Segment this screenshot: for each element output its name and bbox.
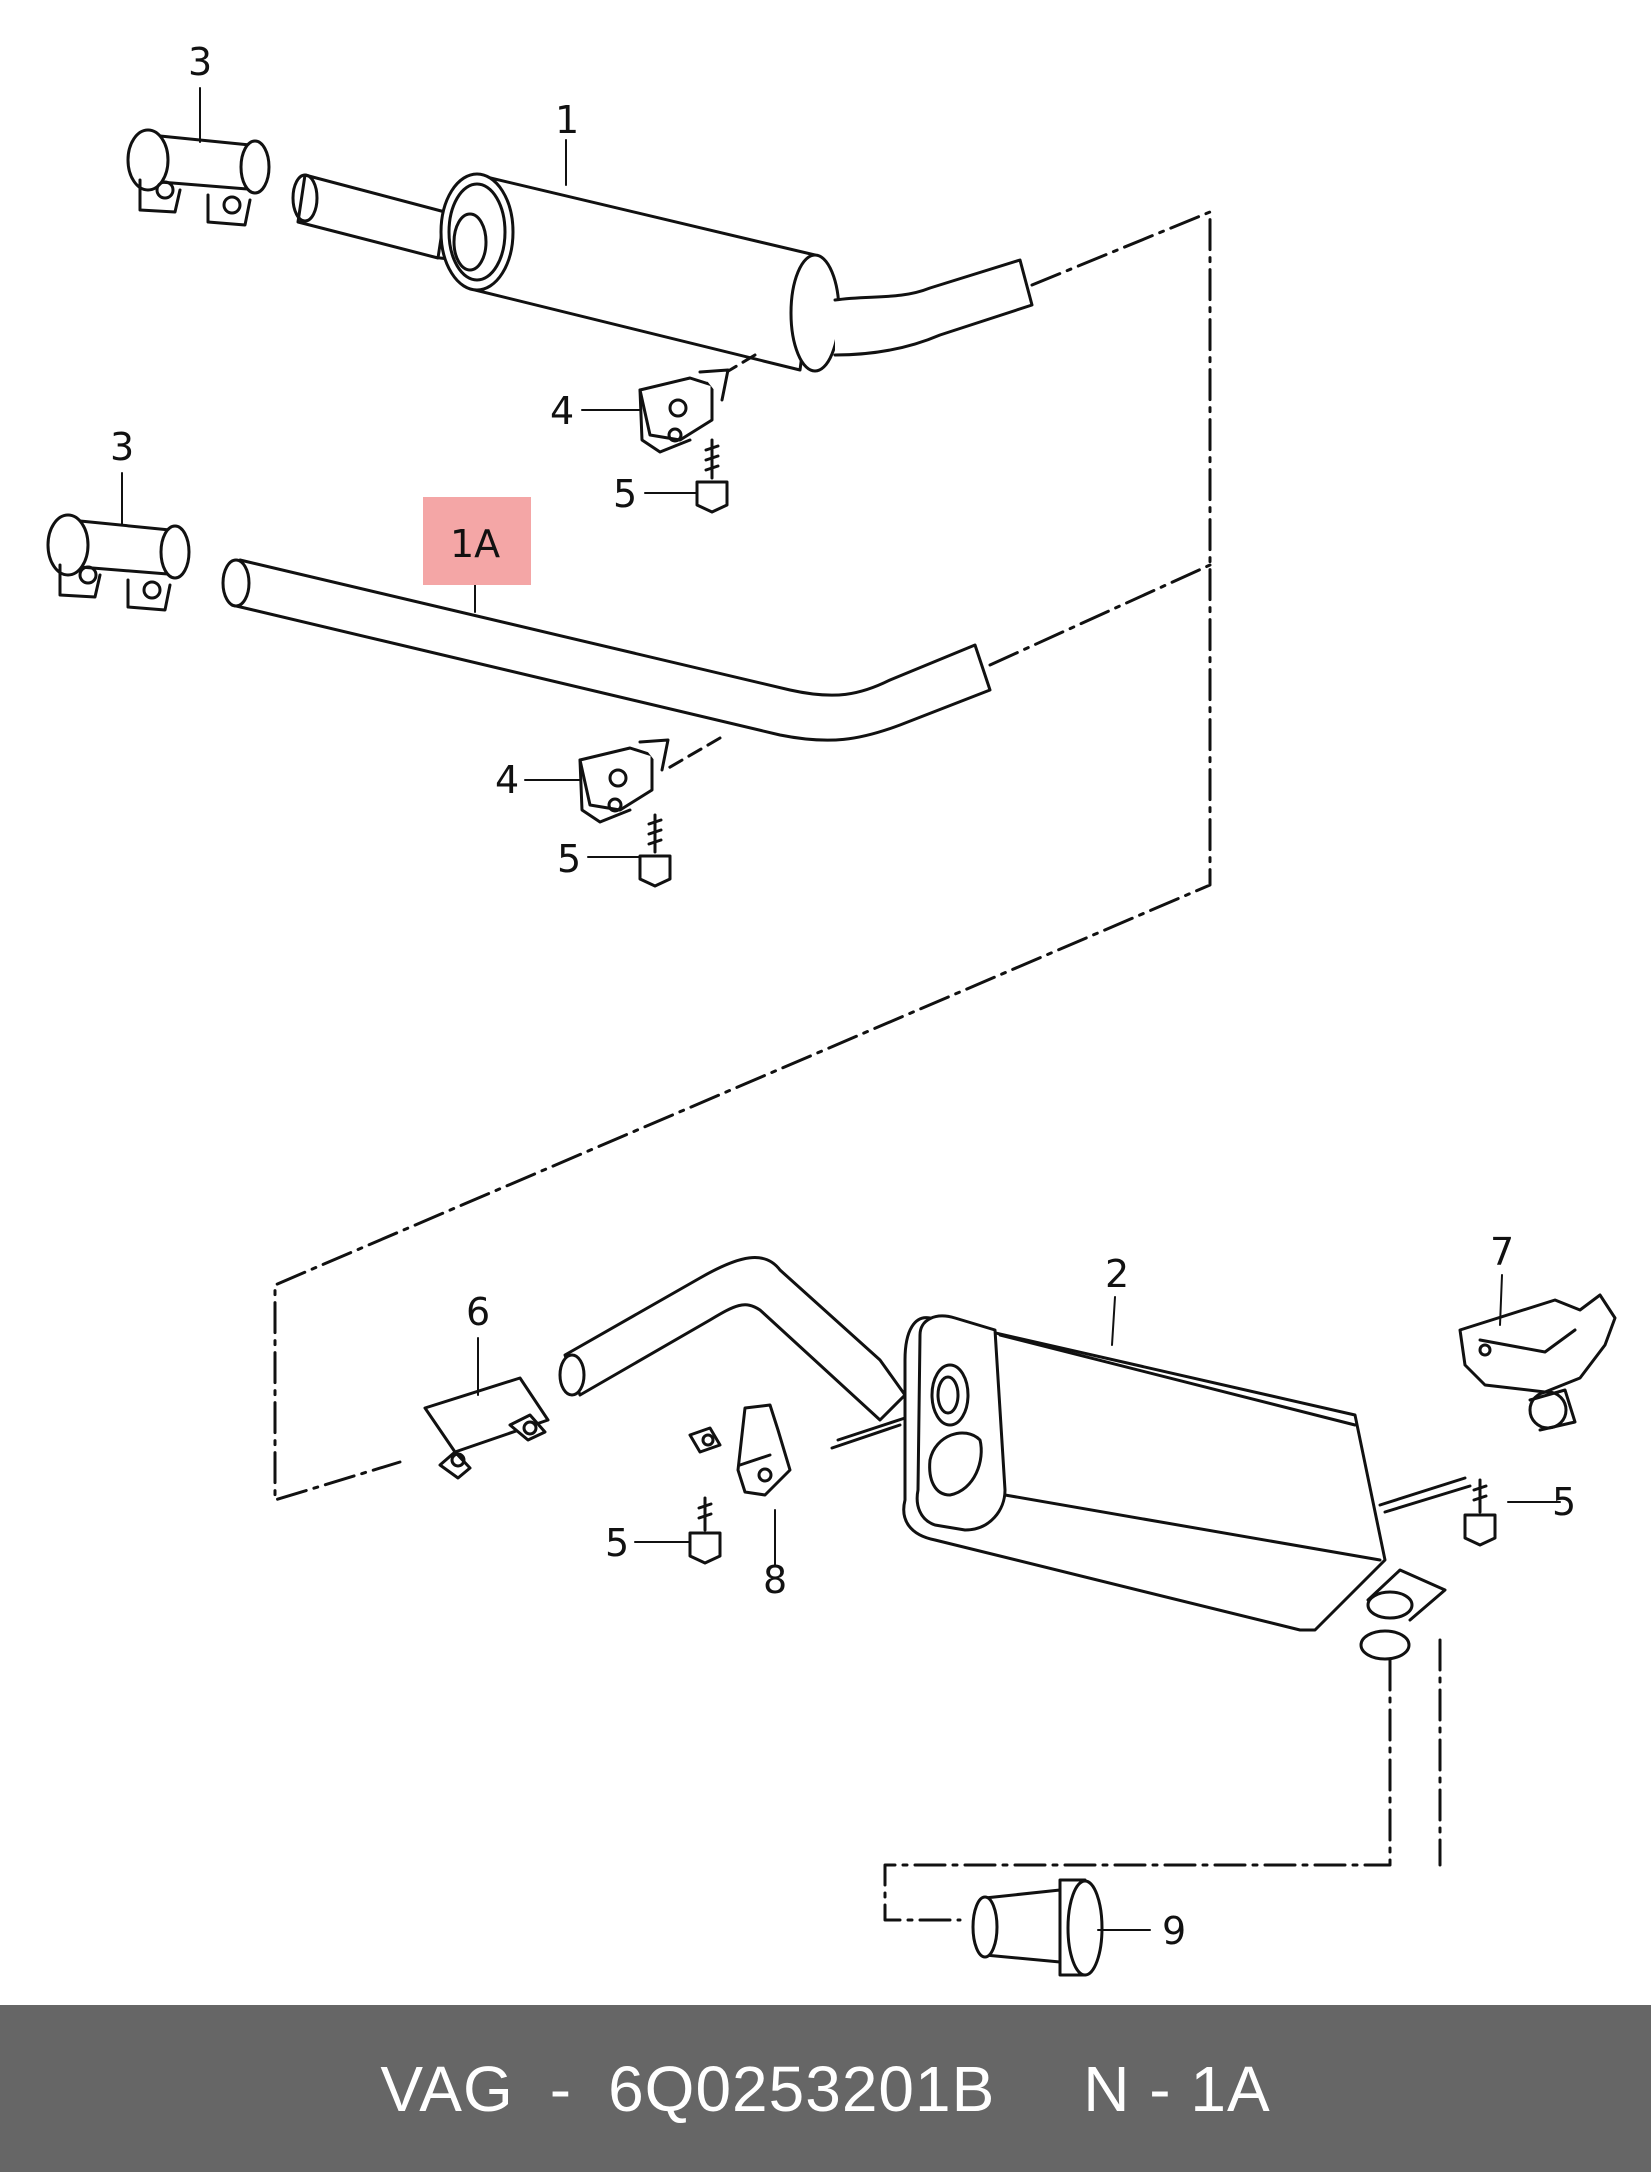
footer-separator: - — [549, 2052, 573, 2125]
callout-9: 9 — [1162, 1909, 1186, 1953]
callout-5-d: 5 — [1552, 1480, 1576, 1524]
exhaust-parts-diagram: 1 3 3 1A 4 4 5 5 5 5 6 2 7 8 9 — [46, 40, 1617, 1977]
callout-3-top: 3 — [188, 40, 212, 84]
footer-text: VAG-6Q0253201B N - 1A — [362, 2052, 1288, 2126]
callout-8: 8 — [763, 1558, 787, 1602]
callout-1: 1 — [555, 98, 579, 142]
tailpipe-tip-part-9 — [971, 1878, 1104, 1977]
highlight-label-1A: 1A — [450, 522, 500, 566]
clamp-part-3-top — [126, 128, 271, 227]
callout-4-top: 4 — [550, 389, 574, 433]
pipe-part-1A — [221, 558, 1212, 772]
bolt-part-5-a — [695, 438, 729, 514]
callout-5-a: 5 — [613, 472, 637, 516]
callout-5-c: 5 — [605, 1521, 629, 1565]
rear-muffler-part-2 — [558, 1256, 1472, 1922]
callout-5-b: 5 — [557, 837, 581, 881]
callout-6: 6 — [466, 1290, 490, 1334]
bolt-part-5-c — [688, 1496, 722, 1565]
bolt-part-5-d — [1463, 1478, 1497, 1547]
callout-3-middle: 3 — [110, 425, 134, 469]
bolt-part-5-b — [638, 813, 672, 888]
footer-bar: VAG-6Q0253201B N - 1A — [0, 2005, 1651, 2172]
highlight-box-1A — [423, 497, 531, 585]
footer-part-number: 6Q0253201B — [608, 2052, 996, 2125]
footer-position: N - 1A — [1083, 2052, 1271, 2125]
hanger-part-8 — [688, 1403, 792, 1497]
callout-7: 7 — [1490, 1230, 1514, 1274]
callout-2: 2 — [1105, 1252, 1129, 1296]
callout-4-middle: 4 — [495, 758, 519, 802]
hanger-part-4-middle — [578, 738, 670, 824]
hanger-part-4-top — [638, 368, 730, 454]
bracket-part-7 — [1458, 1293, 1617, 1432]
front-muffler-part-1 — [273, 172, 1212, 1502]
footer-brand: VAG — [380, 2052, 514, 2125]
clamp-part-3-middle — [46, 513, 191, 612]
leader-lines — [121, 87, 1561, 1931]
clamp-part-6 — [423, 1376, 550, 1480]
